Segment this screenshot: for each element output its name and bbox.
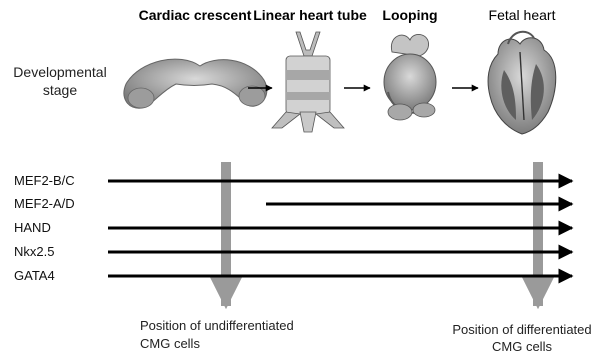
cardiac-crescent-illustration (124, 59, 267, 108)
gene-expression-arrows (108, 181, 572, 276)
developmental-stage-label-line2: stage (43, 82, 77, 98)
looping-heart-illustration (384, 34, 436, 120)
undifferentiated-note-line2: CMG cells (140, 336, 200, 351)
stage-label-fetal-heart: Fetal heart (489, 7, 556, 23)
stage-label-cardiac-crescent: Cardiac crescent (139, 7, 252, 23)
developmental-stage-label-line1: Developmental (13, 64, 106, 80)
gene-label-mef2-b-c: MEF2-B/C (14, 173, 75, 188)
undifferentiated-note-line1: Position of undifferentiated (140, 318, 294, 333)
fetal-heart-illustration (488, 32, 556, 134)
gene-label-gata4: GATA4 (14, 268, 55, 283)
stage-label-linear-heart-tube: Linear heart tube (253, 7, 367, 23)
differentiated-note-line1: Position of differentiated (452, 322, 591, 337)
gene-label-mef2-a-d: MEF2-A/D (14, 196, 75, 211)
stage-label-looping: Looping (382, 7, 437, 23)
gene-label-hand: HAND (14, 220, 51, 235)
differentiated-note-line2: CMG cells (492, 339, 552, 354)
linear-heart-tube-illustration (272, 32, 344, 132)
gene-label-nkx2-5: Nkx2.5 (14, 244, 54, 259)
